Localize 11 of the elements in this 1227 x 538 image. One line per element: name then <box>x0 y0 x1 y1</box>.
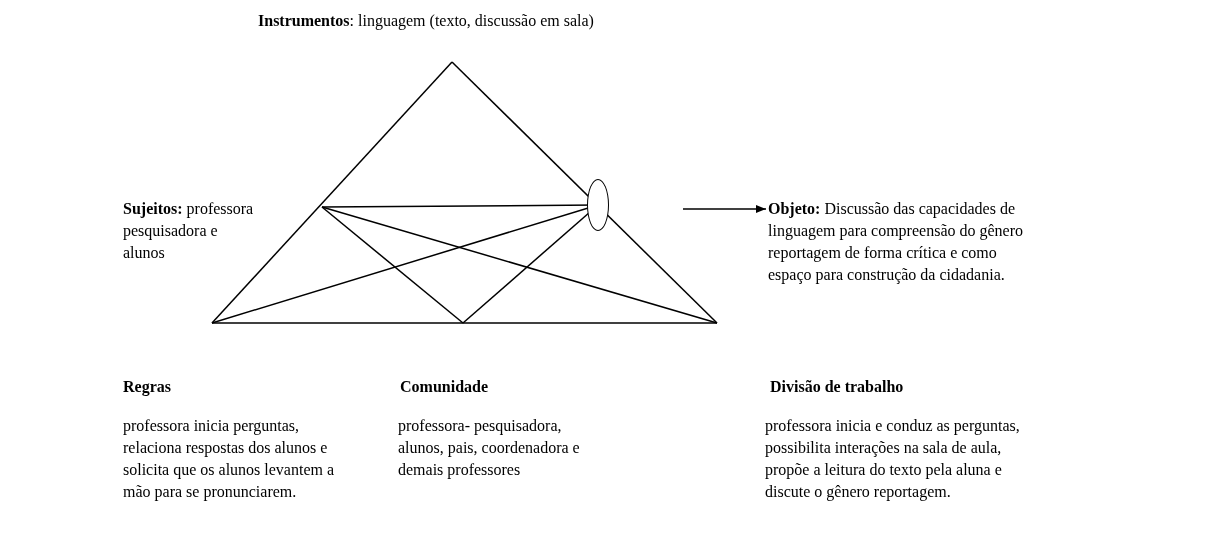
subject-label: Sujeitos: professora pesquisadora e alunos <box>123 199 255 263</box>
column-text: professora inicia perguntas, relaciona respostas dos alunos e solicita que os alunos levantem a mão para se pronunciarem. <box>123 416 336 503</box>
column-text: professora- pesquisadora, alunos, pais, coordenadora e demais professores <box>398 416 581 481</box>
instrument-label: Instrumentos: linguagem (texto, discussão em sala) <box>258 11 595 32</box>
arrow <box>682 205 767 213</box>
column-heading: Regras <box>123 377 172 398</box>
column-heading: Comunidade <box>400 377 490 397</box>
object-label: Objeto: Discussão das capacidades de linguagem para compreensão do gênero reportagem de forma crítica e como espaço para construção da cidadania. <box>768 198 1043 286</box>
column-text: professora inicia e conduz as perguntas, possibilita interações na sala de aula, propõe a leitura do texto pela aluna e discute o gênero reportagem. <box>765 416 1021 503</box>
ellipse-node <box>587 179 609 231</box>
column-heading: Divisão de trabalho <box>770 377 905 397</box>
